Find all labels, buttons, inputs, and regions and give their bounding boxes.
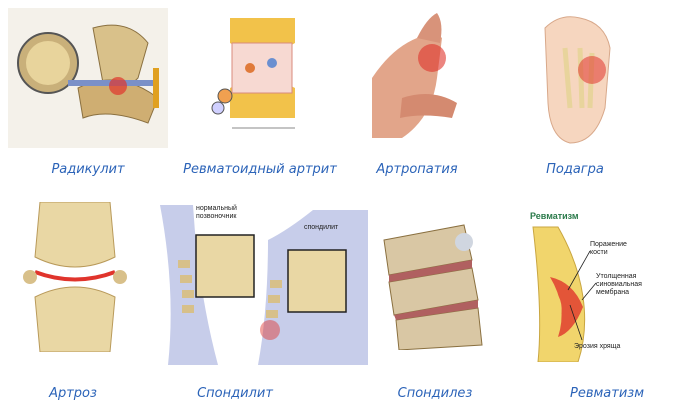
gout-illustration [520, 8, 630, 148]
label-normal-vertebra: нормальный позвоночник [196, 205, 237, 221]
label-bone-lesion-line1: Поражение [590, 241, 627, 248]
arthropathy-illustration [362, 8, 472, 148]
caption-gout: Подагра [546, 162, 604, 177]
label-thickened-membrane: Утолщенная синовиальная мембрана [596, 273, 642, 297]
label-bone-lesion: Поражение кости [590, 241, 627, 257]
label-bone-lesion-line2: кости [590, 249, 608, 256]
label-normal-vertebra-line2: позвоночник [196, 213, 237, 220]
caption-rheumatism: Ревматизм [569, 386, 644, 401]
caption-arthropathy: Артропатия [376, 162, 458, 177]
spondylosis-illustration [374, 220, 500, 350]
label-membrane-line3: мембрана [596, 289, 629, 296]
rheumatism-title: Ревматизм [530, 211, 579, 221]
label-membrane-line1: Утолщенная [596, 273, 637, 280]
spondylitis-illustration [158, 200, 368, 365]
label-normal-vertebra-line1: нормальный [196, 205, 237, 212]
caption-rheumatoid-arthritis: Ревматоидный артрит [183, 162, 337, 177]
caption-arthrosis: Артроз [49, 386, 97, 401]
radiculitis-illustration [8, 8, 168, 148]
label-spondylitis: спондилит [304, 224, 339, 231]
label-cartilage-erosion: Эрозия хряща [574, 343, 621, 350]
rheumatism-pointer-lines [567, 250, 597, 341]
rheumatism-illustration [528, 222, 598, 362]
caption-radiculitis: Радикулит [51, 162, 125, 177]
caption-spondylitis: Спондилит [197, 386, 273, 401]
label-membrane-line2: синовиальная [596, 281, 642, 288]
caption-spondylosis: Спондилез [397, 386, 473, 401]
rheumatoid-arthritis-illustration [200, 8, 320, 148]
arthrosis-illustration [20, 202, 130, 352]
